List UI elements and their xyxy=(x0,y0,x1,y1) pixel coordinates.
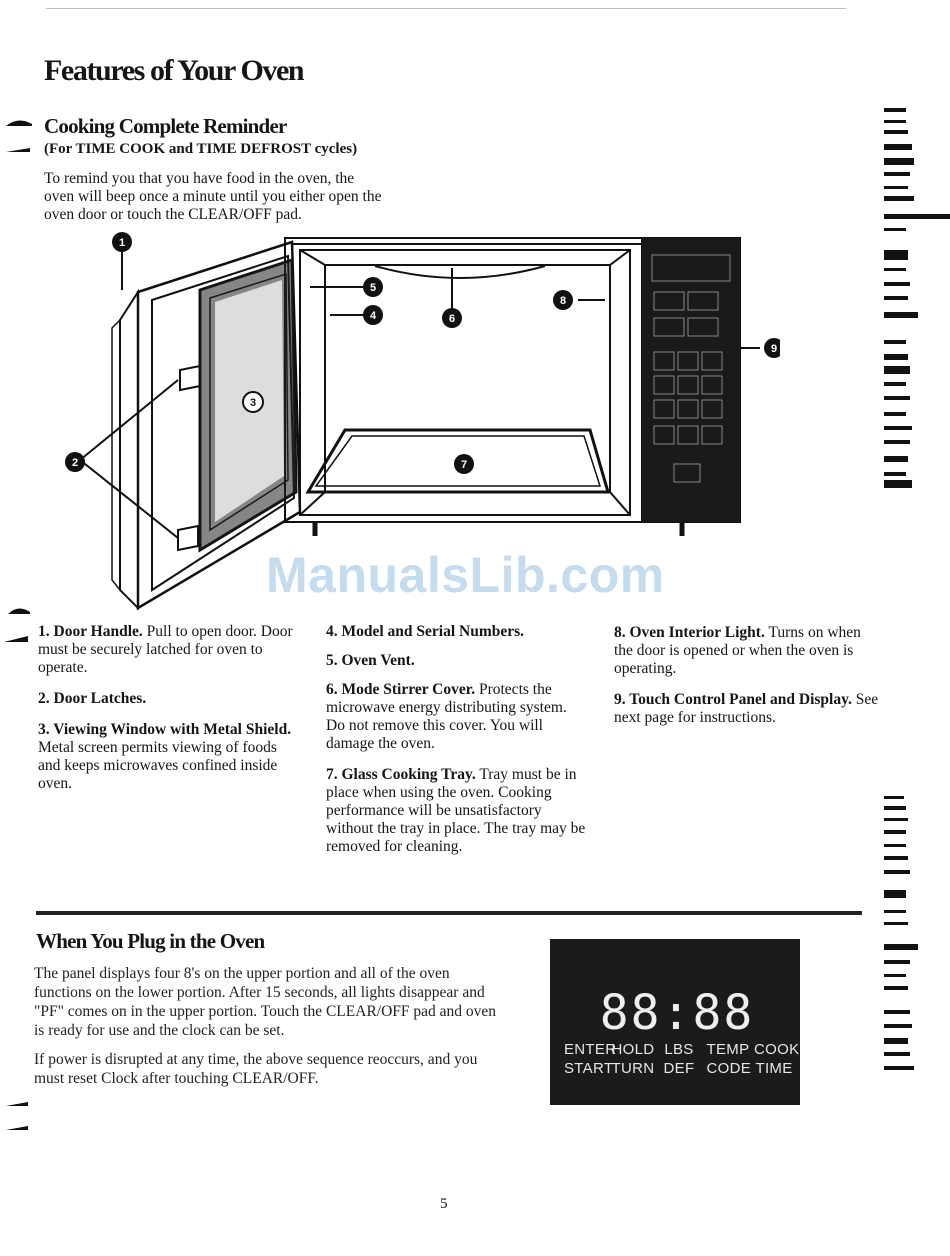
feature-title: 5. Oven Vent. xyxy=(326,652,415,669)
display-labels-row-2: START TURN DEF CODE TIME xyxy=(564,1060,794,1077)
feature-title: 9. Touch Control Panel and Display. xyxy=(614,691,852,708)
margin-tab-marks xyxy=(4,608,30,642)
margin-tab-marks xyxy=(6,1102,28,1130)
section-divider xyxy=(36,911,862,915)
feature-title: 2. Door Latches. xyxy=(38,690,147,707)
display-label: LBS xyxy=(664,1041,694,1058)
edge-scan-marks xyxy=(884,108,950,488)
callout-2: 2 xyxy=(72,457,78,469)
microwave-oven-illustration: 1 2 3 4 5 6 7 8 9 xyxy=(65,232,780,610)
feature-title: 4. Model and Serial Numbers. xyxy=(326,623,525,640)
display-label: CODE xyxy=(706,1060,752,1077)
display-label: ENTER xyxy=(564,1041,617,1058)
feature-title: 6. Mode Stirrer Cover. xyxy=(326,681,476,698)
callout-7: 7 xyxy=(461,459,467,471)
feature-title: 1. Door Handle. xyxy=(38,623,143,640)
display-digits: 88:88 xyxy=(599,985,755,1041)
callout-8: 8 xyxy=(560,295,566,307)
feature-body: Protects the microwave energy distributi… xyxy=(326,681,567,752)
feature-title: 8. Oven Interior Light. xyxy=(614,624,765,641)
plug-body: The panel displays four 8's on the upper… xyxy=(34,964,504,1098)
margin-tab-marks xyxy=(6,120,32,152)
features-column-1: 1. Door Handle. Pull to open door. Door … xyxy=(38,623,298,806)
feature-interior-light: 8. Oven Interior Light. Turns on when th… xyxy=(614,624,879,678)
feature-title: 3. Viewing Window with Metal Shield. xyxy=(38,721,292,738)
plug-paragraph: The panel displays four 8's on the upper… xyxy=(34,965,497,1039)
feature-door-latches: 2. Door Latches. xyxy=(38,690,298,708)
callout-9: 9 xyxy=(771,343,777,355)
plug-paragraph: If power is disrupted at any time, the a… xyxy=(34,1051,478,1087)
callout-4: 4 xyxy=(370,310,377,322)
reminder-subheading: (For TIME COOK and TIME DEFROST cycles) xyxy=(44,141,358,157)
display-labels-row-1: ENTER HOLD LBS TEMP COOK xyxy=(564,1041,800,1058)
feature-body: Metal screen permits viewing of foods an… xyxy=(38,739,278,792)
callout-6: 6 xyxy=(449,313,455,325)
display-label: HOLD xyxy=(611,1041,655,1058)
feature-title: 7. Glass Cooking Tray. xyxy=(326,766,476,783)
display-label: COOK xyxy=(754,1041,800,1058)
edge-scan-marks xyxy=(884,796,918,1070)
top-rule xyxy=(46,8,846,9)
display-label: START xyxy=(564,1060,614,1077)
plug-heading: When You Plug in the Oven xyxy=(36,929,265,953)
page-title: Features of Your Oven xyxy=(44,54,305,87)
callout-5: 5 xyxy=(370,282,376,294)
feature-body: Turns on when the door is opened or when… xyxy=(614,624,861,677)
feature-model-serial: 4. Model and Serial Numbers. xyxy=(326,623,586,641)
display-panel: 88:88 ENTER HOLD LBS TEMP COOK START TUR… xyxy=(550,939,800,1105)
display-label: TIME xyxy=(755,1060,793,1077)
reminder-line: oven will beep once a minute until you e… xyxy=(44,188,382,205)
feature-body: Pull to open door. Door must be securely… xyxy=(38,623,293,676)
feature-body: See next page for instructions. xyxy=(614,691,879,726)
feature-body: Tray must be in place when using the ove… xyxy=(326,766,586,855)
feature-mode-stirrer: 6. Mode Stirrer Cover. Protects the micr… xyxy=(326,681,586,753)
reminder-heading: Cooking Complete Reminder xyxy=(44,114,287,138)
features-column-2: 4. Model and Serial Numbers. 5. Oven Ven… xyxy=(326,623,586,869)
display-label: TEMP xyxy=(706,1041,750,1058)
feature-door-handle: 1. Door Handle. Pull to open door. Door … xyxy=(38,623,298,677)
feature-touch-panel: 9. Touch Control Panel and Display. See … xyxy=(614,691,879,727)
display-label: TURN xyxy=(611,1060,655,1077)
reminder-line: oven door or touch the CLEAR/OFF pad. xyxy=(44,206,302,223)
callout-1: 1 xyxy=(119,237,125,249)
reminder-body: To remind you that you have food in the … xyxy=(44,170,444,224)
feature-viewing-window: 3. Viewing Window with Metal Shield. Met… xyxy=(38,721,298,793)
reminder-line: To remind you that you have food in the … xyxy=(44,170,355,187)
feature-glass-tray: 7. Glass Cooking Tray. Tray must be in p… xyxy=(326,766,586,856)
feature-oven-vent: 5. Oven Vent. xyxy=(326,652,586,670)
callout-3: 3 xyxy=(250,397,256,409)
display-label: DEF xyxy=(663,1060,695,1077)
features-column-3: 8. Oven Interior Light. Turns on when th… xyxy=(614,624,879,740)
page-number: 5 xyxy=(440,1196,448,1212)
watermark: ManualsLib.com xyxy=(266,547,665,603)
